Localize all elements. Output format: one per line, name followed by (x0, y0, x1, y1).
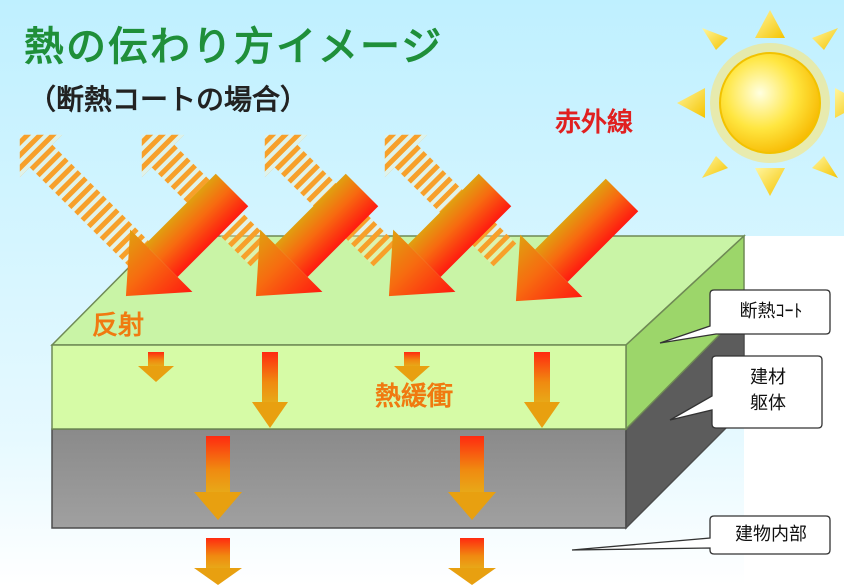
reflected-arrow (19, 134, 152, 267)
interior-heat-arrows (194, 538, 496, 585)
sun-icon (677, 10, 844, 196)
callout-interior-text: 建物内部 (735, 524, 807, 545)
callout-coat-text: 断熱ｺｰﾄ (739, 301, 803, 322)
diagram-title: 熱の伝わり方イメージ (24, 24, 444, 70)
diagram-subtitle: （断熱コートの場合） (28, 83, 309, 116)
down-arrow-short (448, 538, 496, 585)
down-arrow-short (194, 538, 242, 585)
heat-buffer-label: 熱緩衝 (375, 382, 454, 412)
infrared-label: 赤外線 (555, 108, 634, 138)
down-arrow-small (138, 352, 174, 382)
infrared-arrow (388, 173, 512, 297)
callout-coat (659, 289, 831, 344)
callout-material-line1: 建材 (750, 367, 786, 388)
infrared-arrow (125, 173, 249, 297)
down-arrow-long (194, 436, 242, 520)
down-arrow-small (394, 352, 430, 382)
material-heat-arrows (194, 436, 496, 520)
infrared-rays (125, 173, 639, 302)
reflection-label: 反射 (92, 311, 145, 341)
down-arrow-long (252, 352, 288, 428)
down-arrow-long (448, 436, 496, 520)
infrared-arrow (515, 178, 639, 302)
infrared-arrow (255, 173, 379, 297)
callout-interior (571, 515, 831, 555)
coat-heat-arrows (138, 352, 560, 428)
callout-material (669, 355, 823, 429)
down-arrow-long (524, 352, 560, 428)
callout-material-line2: 躯体 (750, 393, 786, 414)
